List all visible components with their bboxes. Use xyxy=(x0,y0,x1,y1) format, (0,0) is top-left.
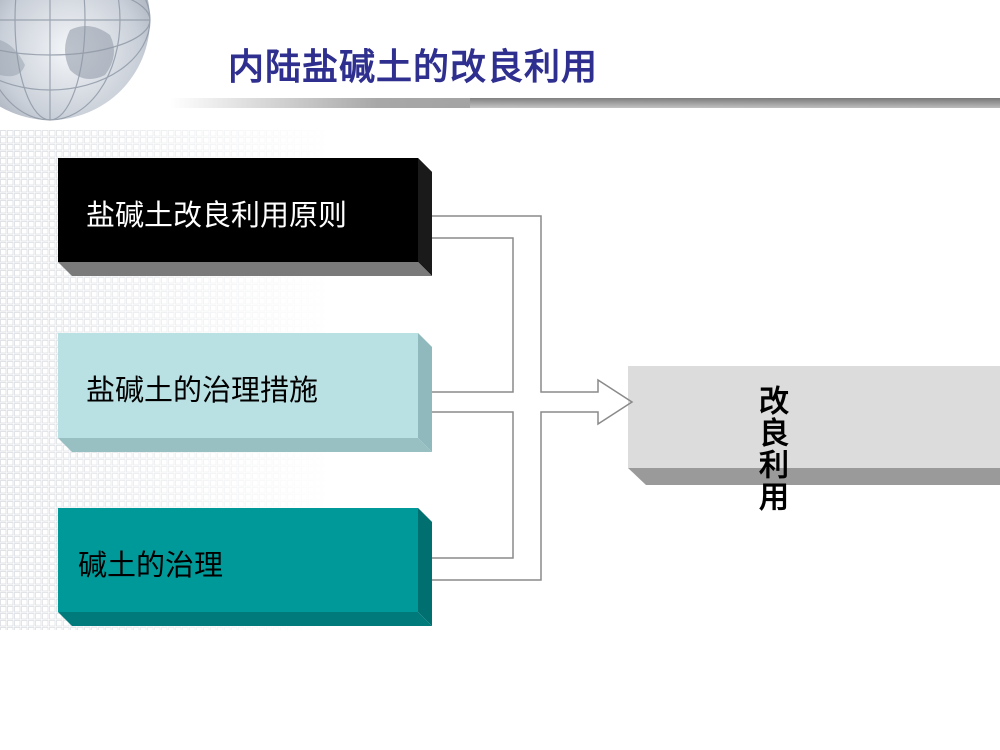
source-label-1: 盐碱土改良利用原则 xyxy=(86,198,348,232)
source-box-3 xyxy=(58,508,432,626)
page-title: 内陆盐碱土的改良利用 xyxy=(228,47,599,88)
source-label-2: 盐碱土的治理措施 xyxy=(86,373,319,407)
source-label-3: 碱土的治理 xyxy=(78,548,224,582)
globe-icon xyxy=(0,0,151,121)
target-label: 改良利用 xyxy=(753,385,788,513)
target-box xyxy=(628,366,1000,485)
source-box-1 xyxy=(58,158,432,276)
merge-arrow xyxy=(432,215,634,581)
title-divider xyxy=(170,98,1000,108)
source-box-2 xyxy=(58,333,432,452)
